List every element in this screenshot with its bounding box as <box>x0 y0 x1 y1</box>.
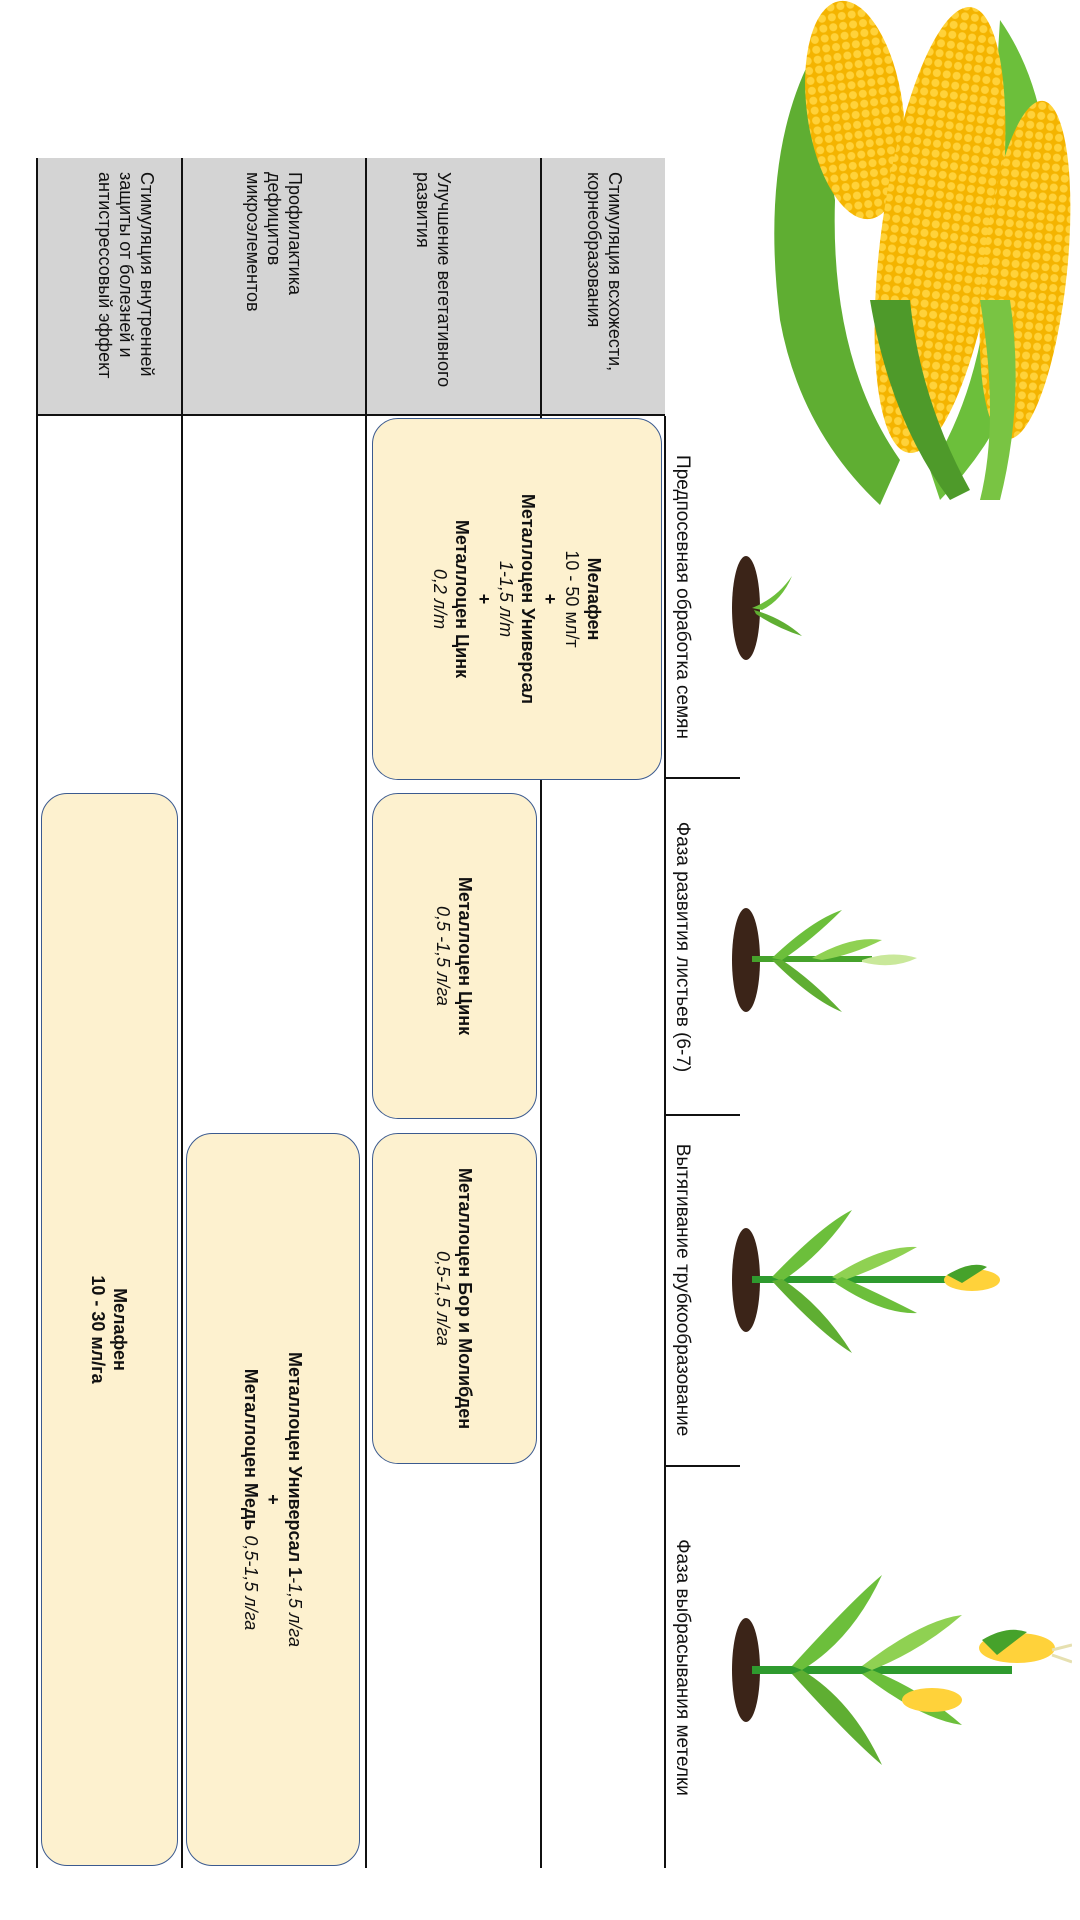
treatment-box-boron <box>372 1133 537 1464</box>
grid-line-row2 <box>365 158 367 1868</box>
treatment-box-leaf-zinc <box>372 793 537 1119</box>
product-melafen: Мелафен <box>110 1288 131 1371</box>
treatment-box-seed <box>372 418 662 780</box>
grid-line-stage-separator <box>664 416 666 1868</box>
mature-plant-illustration <box>732 1575 1072 1765</box>
dose-copper: 0,5-1,5 л/га <box>241 1530 261 1631</box>
grid-line-top <box>36 414 665 416</box>
stage-label-tasseling: Фаза выбрасывания метелки <box>672 1539 693 1796</box>
grid-line-col2 <box>664 1114 740 1116</box>
stage-label-seed-treatment: Предпосевная обработка семян <box>672 455 693 739</box>
dose-universal: -1,5 л/га <box>285 1577 305 1647</box>
treatment-box-leaf-zinc-content: Металлоцен Цинк 0,5 -1,5 л/га <box>382 805 527 1107</box>
treatment-box-melafen <box>41 793 178 1866</box>
grid-line-left <box>36 158 38 1868</box>
stage-label-stem-elongation: Вытягивание трубкообразование <box>672 1143 693 1437</box>
product-zinc: Металлоцен Цинк <box>455 876 476 1036</box>
grid-line-col1 <box>664 777 740 779</box>
corn-cobs-illustration <box>774 0 1071 505</box>
product-universal: Металлоцен Универсал <box>518 493 538 705</box>
dose-zinc: 0,2 л/т <box>430 568 450 630</box>
dose-boron-molybdenum: 0,5-1,5 л/га <box>433 1251 454 1346</box>
row-label-protection: Стимуляция внутренней защиты от болезней… <box>95 172 157 379</box>
treatment-box-melafen-content: Мелафен 10 - 30 мл/га <box>51 805 168 1854</box>
young-plant-illustration <box>732 908 917 1012</box>
treatment-box-boron-content: Металлоцен Бор и Молибден 0,5-1,5 л/га <box>382 1145 527 1452</box>
dose-zinc: 0,5 -1,5 л/га <box>433 906 454 1006</box>
product-melafen: Мелафен <box>584 557 604 641</box>
product-zinc: Металлоцен Цинк <box>452 519 472 679</box>
row-label-microelements: Профилактика дефицитов микроэлементов <box>243 172 305 312</box>
plus-sign: + <box>263 1494 283 1505</box>
dose-melafen: 10 - 50 мл/т <box>562 550 582 648</box>
seedling-illustration <box>732 556 802 660</box>
treatment-box-universal-copper <box>186 1133 360 1866</box>
dose-melafen: 10 - 30 мл/га <box>88 1275 109 1384</box>
plus-sign: + <box>474 593 494 605</box>
plus-sign: + <box>540 593 560 605</box>
row-label-vegetative: Улучшение вегетативного развития <box>413 172 454 388</box>
row-label-germination: Стимуляция всхожести, корнеобразования <box>584 172 625 372</box>
grid-line-row3 <box>181 158 183 1868</box>
dose-universal: 1-1,5 л/т <box>496 560 516 638</box>
treatment-box-universal-copper-content: Металлоцен Универсал 1-1,5 л/га + Металл… <box>196 1145 350 1854</box>
product-universal: Металлоцен Универсал 1 <box>285 1352 305 1578</box>
elongating-plant-illustration <box>732 1210 1000 1353</box>
product-copper: Металлоцен Медь <box>241 1368 261 1531</box>
grid-line-col3 <box>664 1465 740 1467</box>
stage-label-leaf-development: Фаза развития листьев (6-7) <box>672 821 693 1073</box>
product-boron-molybdenum: Металлоцен Бор и Молибден <box>455 1167 476 1430</box>
grid-line-row1 <box>540 158 542 1868</box>
row-header-background <box>36 158 665 415</box>
treatment-box-seed-content: Мелафен 10 - 50 мл/т + Металлоцен Универ… <box>381 430 653 768</box>
